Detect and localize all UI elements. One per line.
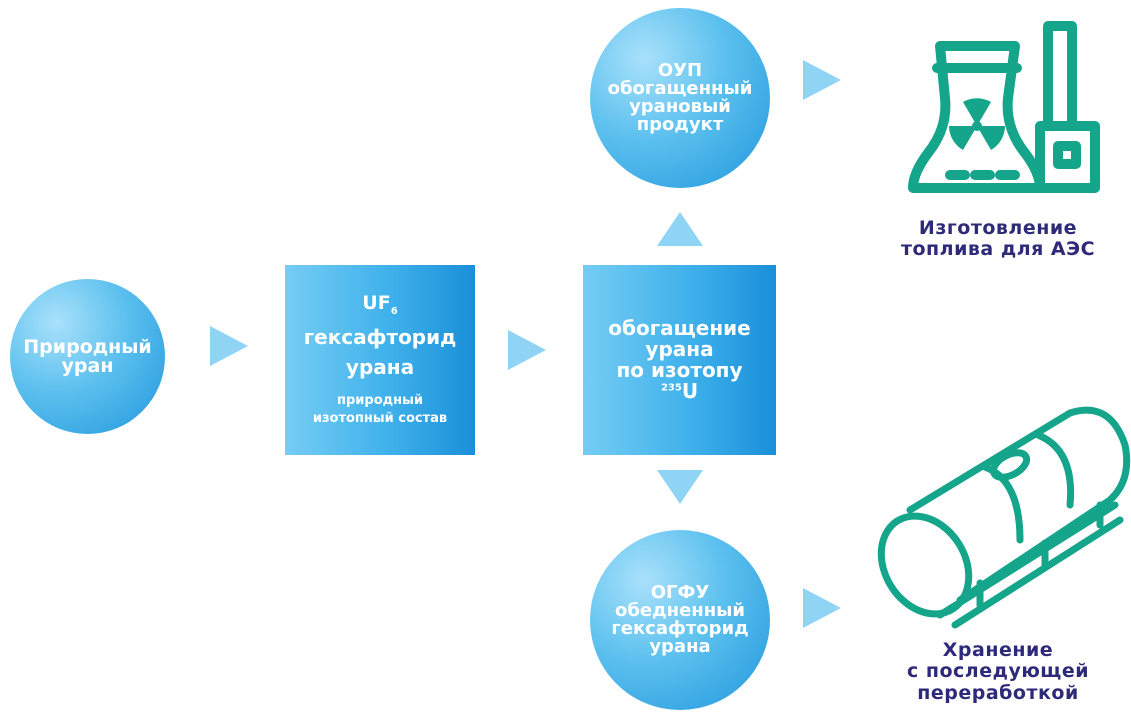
uf6-line1: гексафторид bbox=[303, 324, 457, 349]
arrow-right-1 bbox=[210, 326, 248, 366]
uf6-formula: UF6 bbox=[362, 294, 397, 317]
caption-storage-line3: переработкой bbox=[917, 681, 1079, 704]
natural-uranium-line1: Природный bbox=[23, 335, 152, 358]
caption-storage-line1: Хранение bbox=[942, 639, 1054, 661]
nuclear-plant-icon bbox=[908, 21, 1100, 193]
caption-fuel: Изготовление топлива для АЭС bbox=[868, 217, 1128, 261]
arrow-up bbox=[657, 212, 703, 246]
uf6-line2: урана bbox=[345, 354, 415, 379]
arrow-right-fuel bbox=[803, 60, 841, 100]
oup-line4: продукт bbox=[636, 114, 724, 135]
node-enrichment: обогащение урана по изотопу 235U bbox=[583, 265, 776, 455]
uf6-formula-sub: 6 bbox=[390, 305, 398, 317]
node-oup: ОУП обогащенный урановый продукт bbox=[590, 8, 770, 188]
uf6-note1: природный bbox=[337, 392, 423, 408]
ogfu-line3: гексафторид bbox=[611, 618, 749, 639]
natural-uranium-line2: уран bbox=[61, 354, 114, 377]
enrichment-isotope: 235U bbox=[661, 381, 698, 402]
enrichment-line2: урана bbox=[645, 337, 714, 361]
isotope-mass: 235 bbox=[660, 382, 682, 394]
oup-line3: урановый bbox=[629, 96, 731, 117]
caption-storage: Хранение с последующей переработкой bbox=[868, 639, 1128, 704]
uf6-formula-base: UF bbox=[362, 292, 391, 315]
node-ogfu: ОГФУ обедненный гексафторид урана bbox=[590, 530, 770, 710]
arrow-right-2 bbox=[508, 330, 546, 370]
storage-cylinder-icon bbox=[877, 406, 1131, 629]
enrichment-line1: обогащение bbox=[608, 316, 751, 340]
caption-fuel-line1: Изготовление bbox=[918, 217, 1078, 239]
caption-storage-line2: с последующей bbox=[906, 660, 1090, 683]
isotope-symbol: U bbox=[681, 379, 699, 403]
node-uf6: UF6 гексафторид урана природный изотопны… bbox=[285, 265, 475, 455]
node-natural-uranium: Природный уран bbox=[10, 279, 165, 434]
ogfu-line4: урана bbox=[649, 636, 711, 657]
arrow-down bbox=[657, 470, 703, 504]
ogfu-line2: обедненный bbox=[614, 600, 746, 621]
ogfu-line1: ОГФУ bbox=[650, 582, 710, 603]
arrow-right-storage bbox=[803, 588, 841, 628]
uf6-note2: изотопный состав bbox=[312, 410, 448, 426]
caption-fuel-line2: топлива для АЭС bbox=[900, 238, 1096, 261]
enrichment-line3: по изотопу bbox=[616, 358, 743, 382]
oup-line1: ОУП bbox=[657, 60, 703, 81]
oup-line2: обогащенный bbox=[607, 78, 753, 99]
